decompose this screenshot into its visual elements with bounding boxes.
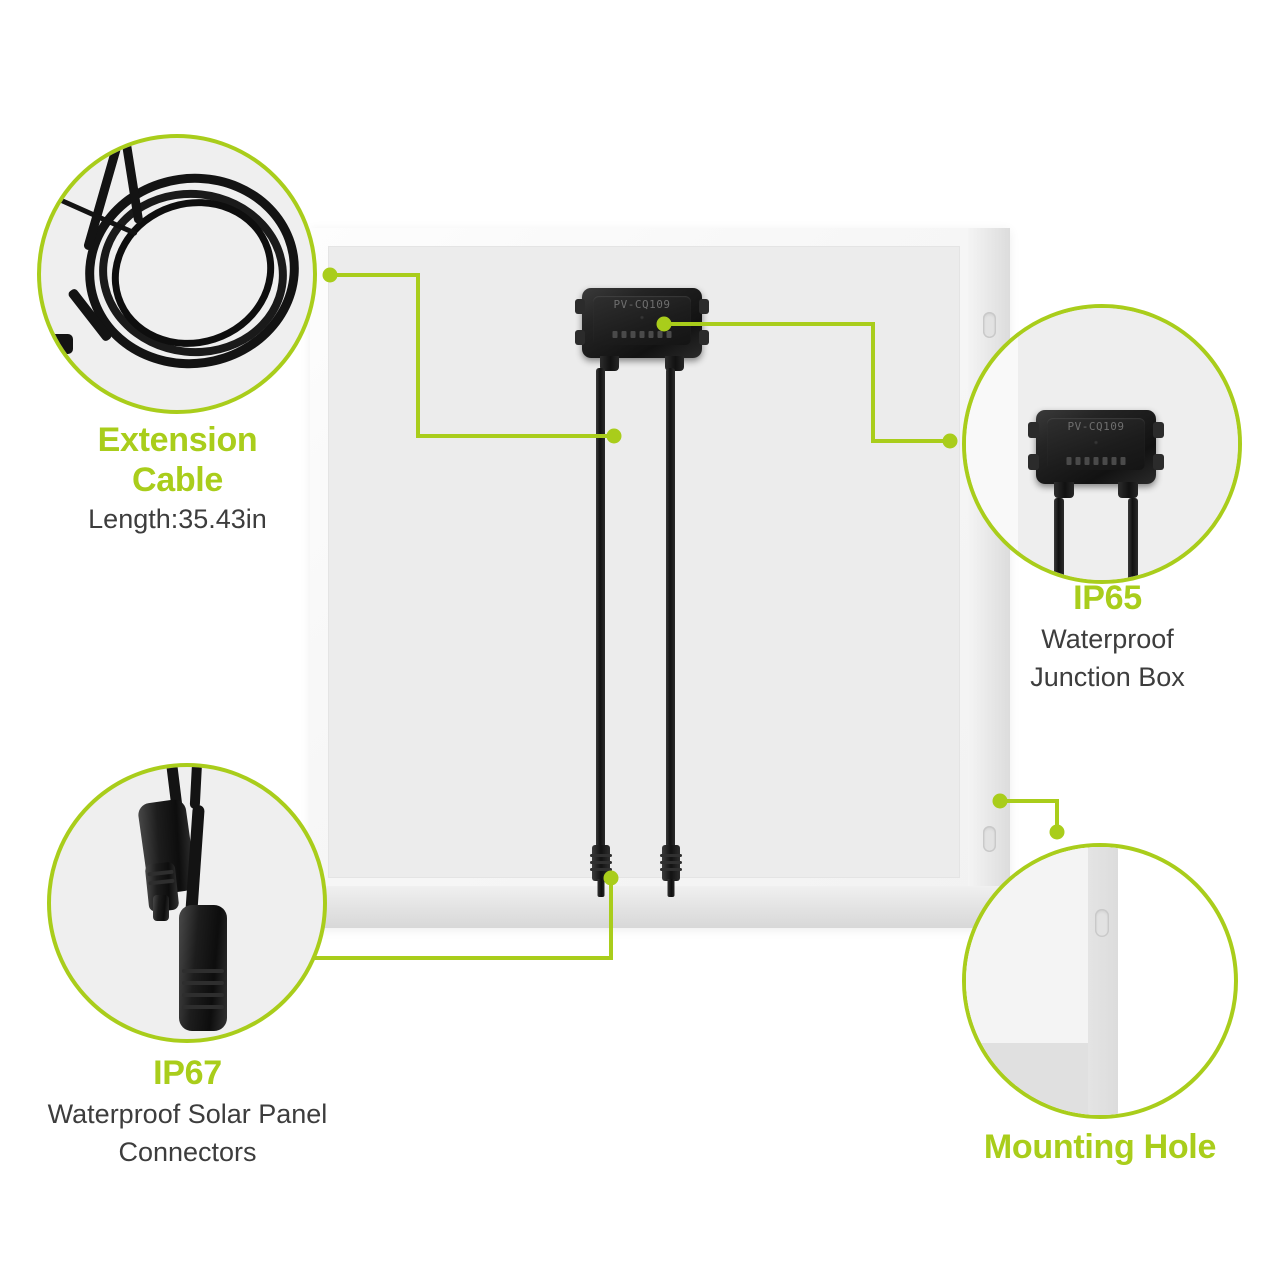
junction-box-marking-magnified: PV-CQ109 <box>1067 420 1125 434</box>
cable-positive <box>666 368 675 853</box>
mounting-hole-magnified <box>1095 909 1109 937</box>
panel-frame-bottom-edge <box>310 886 1010 928</box>
cable-magnified <box>1128 498 1138 580</box>
label-junction-box-subtitle-line2: Junction Box <box>1030 661 1185 692</box>
label-connectors-subtitle-line2: Connectors <box>118 1136 257 1167</box>
junction-box-screw <box>639 314 645 320</box>
callout-extension-cable <box>37 134 317 414</box>
connector-lower <box>179 905 227 1031</box>
label-mounting-hole: Mounting Hole <box>935 1127 1265 1167</box>
junction-box-tab <box>575 330 585 345</box>
junction-box: PV-CQ109 <box>575 288 709 371</box>
junction-box-screw <box>1093 439 1099 445</box>
photo-mc4-connectors-closeup <box>51 767 323 1039</box>
label-connectors-title: IP67 <box>153 1054 222 1092</box>
label-extension-cable-title-line1: Extension <box>97 421 258 459</box>
callout-mounting-hole <box>962 843 1238 1119</box>
label-extension-cable-subtitle: Length:35.43in <box>88 504 267 535</box>
junction-box-magnified: PV-CQ109 <box>1028 410 1164 498</box>
junction-box-tab <box>1028 454 1039 470</box>
junction-box-tab <box>699 299 709 314</box>
cable-magnified <box>1054 498 1064 580</box>
label-connectors: IP67 Waterproof Solar Panel Connectors <box>15 1053 360 1169</box>
photo-mounting-hole-closeup <box>966 847 1234 1115</box>
junction-box-tab <box>1153 454 1164 470</box>
junction-box-tab <box>699 330 709 345</box>
junction-box-cable-gland <box>1054 482 1074 498</box>
label-mounting-hole-title: Mounting Hole <box>983 1128 1217 1166</box>
mc4-connector-female <box>590 845 612 897</box>
label-extension-cable: Extension Cable Length:35.43in <box>20 420 335 536</box>
junction-box-vents <box>1066 457 1126 466</box>
junction-box-marking: PV-CQ109 <box>613 297 671 311</box>
label-extension-cable-title-line2: Cable <box>131 461 224 500</box>
mc4-connector-male <box>660 845 682 897</box>
label-junction-box: IP65 Waterproof Junction Box <box>975 578 1240 694</box>
callout-junction-box: PV-CQ109 <box>962 304 1242 584</box>
label-junction-box-subtitle-line1: Waterproof <box>1041 624 1174 655</box>
connector-upper-pin <box>153 895 169 921</box>
photo-junction-box-closeup: PV-CQ109 <box>966 308 1238 580</box>
junction-box-tab <box>1153 422 1164 438</box>
mounting-hole-bottom <box>983 826 996 852</box>
junction-box-tab <box>1028 422 1039 438</box>
label-junction-box-title: IP65 <box>1073 579 1142 617</box>
junction-box-vents <box>612 331 672 339</box>
cable-negative <box>596 368 605 853</box>
junction-box-cable-gland <box>1118 482 1138 498</box>
label-connectors-subtitle-line1: Waterproof Solar Panel <box>47 1099 328 1130</box>
photo-coiled-extension-cable <box>41 138 313 410</box>
callout-connectors <box>47 763 327 1043</box>
